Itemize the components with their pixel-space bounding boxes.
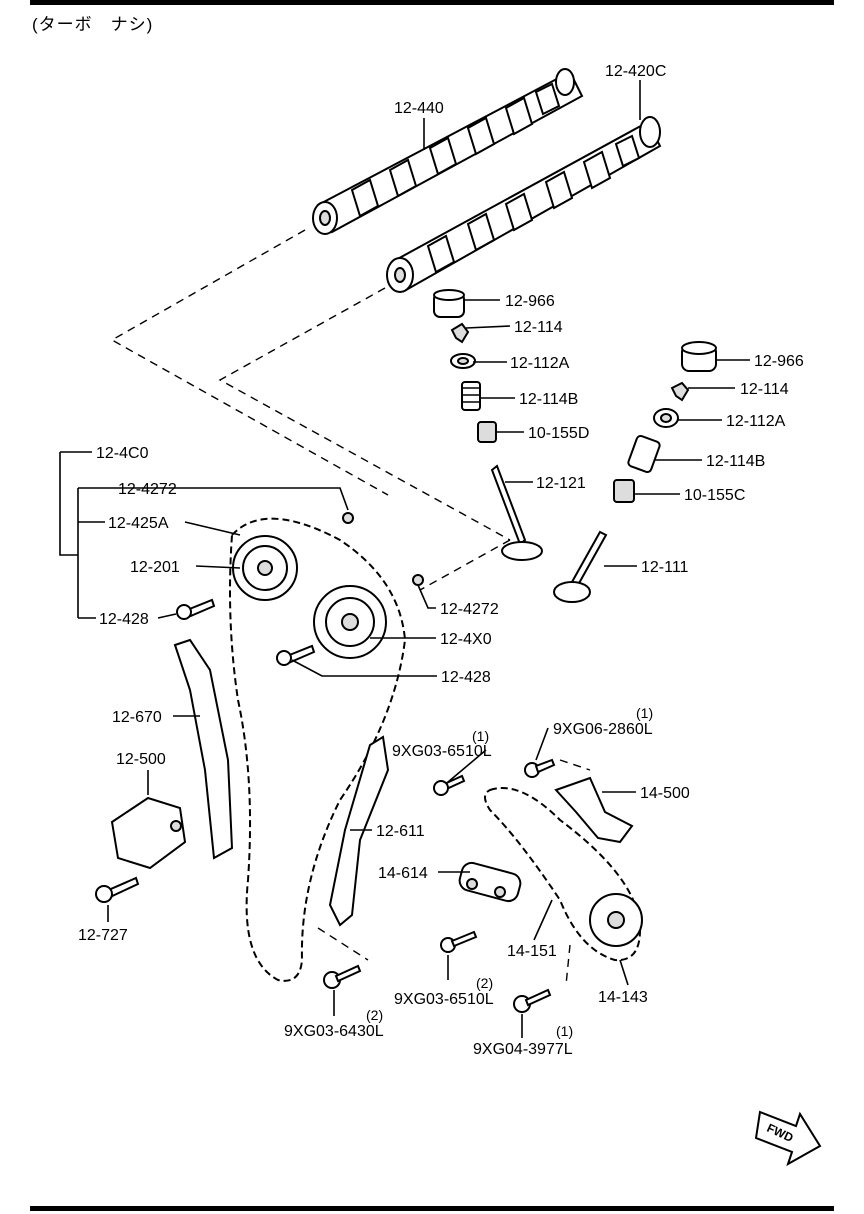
keeper-12-114-a[interactable] xyxy=(450,322,470,344)
spring-12-114b-b[interactable] xyxy=(627,434,661,474)
bolt-9xg03-6510l-2[interactable] xyxy=(440,930,478,953)
label-14-614: 14-614 xyxy=(378,865,428,882)
retainer-12-112a-a[interactable] xyxy=(450,353,476,369)
bottom-rule xyxy=(30,1206,834,1211)
oil-pump-tensioner-14-614[interactable] xyxy=(457,861,522,904)
leader-lines xyxy=(59,80,750,1038)
bolt-9xg03-6510l-1[interactable] xyxy=(433,774,466,796)
washer-12-4272-b[interactable] xyxy=(412,574,424,586)
label-12-114-a: 12-114 xyxy=(514,319,563,336)
qty-9xg06-2860l: (1) xyxy=(636,705,653,721)
label-12-611: 12-611 xyxy=(376,823,425,840)
bolt-9xg06-2860l[interactable] xyxy=(524,758,556,778)
valve-12-121[interactable] xyxy=(490,464,543,561)
top-rule xyxy=(30,0,834,5)
label-12-428-b: 12-428 xyxy=(441,669,491,686)
qty-9xg03-6510l-1: (1) xyxy=(472,728,489,744)
label-9xg03-6510l-2: 9XG03-6510L xyxy=(394,991,494,1008)
qty-9xg03-6510l-2: (2) xyxy=(476,975,493,991)
label-9xg06-2860l: 9XG06-2860L xyxy=(553,721,653,738)
diagram-title: (ターボ ナシ) xyxy=(32,15,154,34)
oil-pump-sprocket-14-143[interactable] xyxy=(589,893,643,947)
bolt-12-428-b[interactable] xyxy=(276,644,316,666)
oil-pump-chain-14-151[interactable] xyxy=(484,787,642,962)
keeper-12-114-b[interactable] xyxy=(670,381,690,402)
camshaft-intake[interactable] xyxy=(386,116,662,293)
label-12-114b-b: 12-114B xyxy=(706,453,765,470)
label-12-966-b: 12-966 xyxy=(754,353,804,370)
label-12-201: 12-201 xyxy=(130,559,180,576)
label-9xg04-3977l: 9XG04-3977L xyxy=(473,1041,573,1058)
label-12-4272-a: 12-4272 xyxy=(118,481,177,498)
seal-10-155d[interactable] xyxy=(477,421,497,443)
part-labels: 12-420C 12-440 12-966 12-114 12-112A 12-… xyxy=(78,63,804,1058)
label-12-4272-b: 12-4272 xyxy=(440,601,499,618)
label-12-670: 12-670 xyxy=(112,709,162,726)
valve-12-111[interactable] xyxy=(553,530,608,603)
label-14-151: 14-151 xyxy=(507,943,557,960)
camshaft-exhaust[interactable] xyxy=(312,68,584,235)
label-9xg03-6430l: 9XG03-6430L xyxy=(284,1023,384,1040)
label-9xg03-6510l-1: 9XG03-6510L xyxy=(392,743,492,760)
variable-timing-unit-12-4x0[interactable] xyxy=(313,585,387,659)
exhaust-sprocket-12-425a[interactable] xyxy=(232,535,298,601)
chain-tensioner-arm-12-611[interactable] xyxy=(328,735,390,927)
label-12-121: 12-121 xyxy=(536,475,586,492)
label-12-440: 12-440 xyxy=(394,100,444,117)
label-10-155d: 10-155D xyxy=(528,425,589,442)
fwd-arrow-icon: FWD xyxy=(754,1110,822,1167)
label-12-114-b: 12-114 xyxy=(740,381,789,398)
bolt-12-727[interactable] xyxy=(95,876,140,903)
label-12-966-a: 12-966 xyxy=(505,293,555,310)
label-12-4c0: 12-4C0 xyxy=(96,445,149,462)
qty-9xg03-6430l: (2) xyxy=(366,1007,383,1023)
lifter-12-966-b[interactable] xyxy=(681,341,717,372)
bolt-12-428-a[interactable] xyxy=(176,598,216,620)
tensioner-14-500[interactable] xyxy=(554,776,634,844)
label-12-112a-b: 12-112A xyxy=(726,413,786,430)
label-12-420c: 12-420C xyxy=(605,63,666,80)
timing-chain-12-201[interactable] xyxy=(229,517,407,982)
bolt-9xg03-6430l[interactable] xyxy=(323,964,362,989)
label-12-111: 12-111 xyxy=(641,559,689,576)
retainer-12-112a-b[interactable] xyxy=(653,408,679,428)
label-14-500: 14-500 xyxy=(640,785,690,802)
label-12-4x0: 12-4X0 xyxy=(440,631,492,648)
washer-12-4272-a[interactable] xyxy=(342,512,354,524)
chain-tensioner-12-500[interactable] xyxy=(110,796,187,870)
seal-10-155c[interactable] xyxy=(613,479,635,503)
label-12-114b-a: 12-114B xyxy=(519,391,578,408)
bolt-9xg04-3977l[interactable] xyxy=(513,988,552,1013)
label-12-112a-a: 12-112A xyxy=(510,355,570,372)
label-10-155c: 10-155C xyxy=(684,487,745,504)
label-12-500: 12-500 xyxy=(116,751,166,768)
lifter-12-966-a[interactable] xyxy=(433,289,465,318)
qty-9xg04-3977l: (1) xyxy=(556,1023,573,1039)
label-12-428-a: 12-428 xyxy=(99,611,149,628)
label-12-425a: 12-425A xyxy=(108,515,169,532)
spring-12-114b-a[interactable] xyxy=(461,381,481,411)
label-14-143: 14-143 xyxy=(598,989,648,1006)
label-12-727: 12-727 xyxy=(78,927,128,944)
